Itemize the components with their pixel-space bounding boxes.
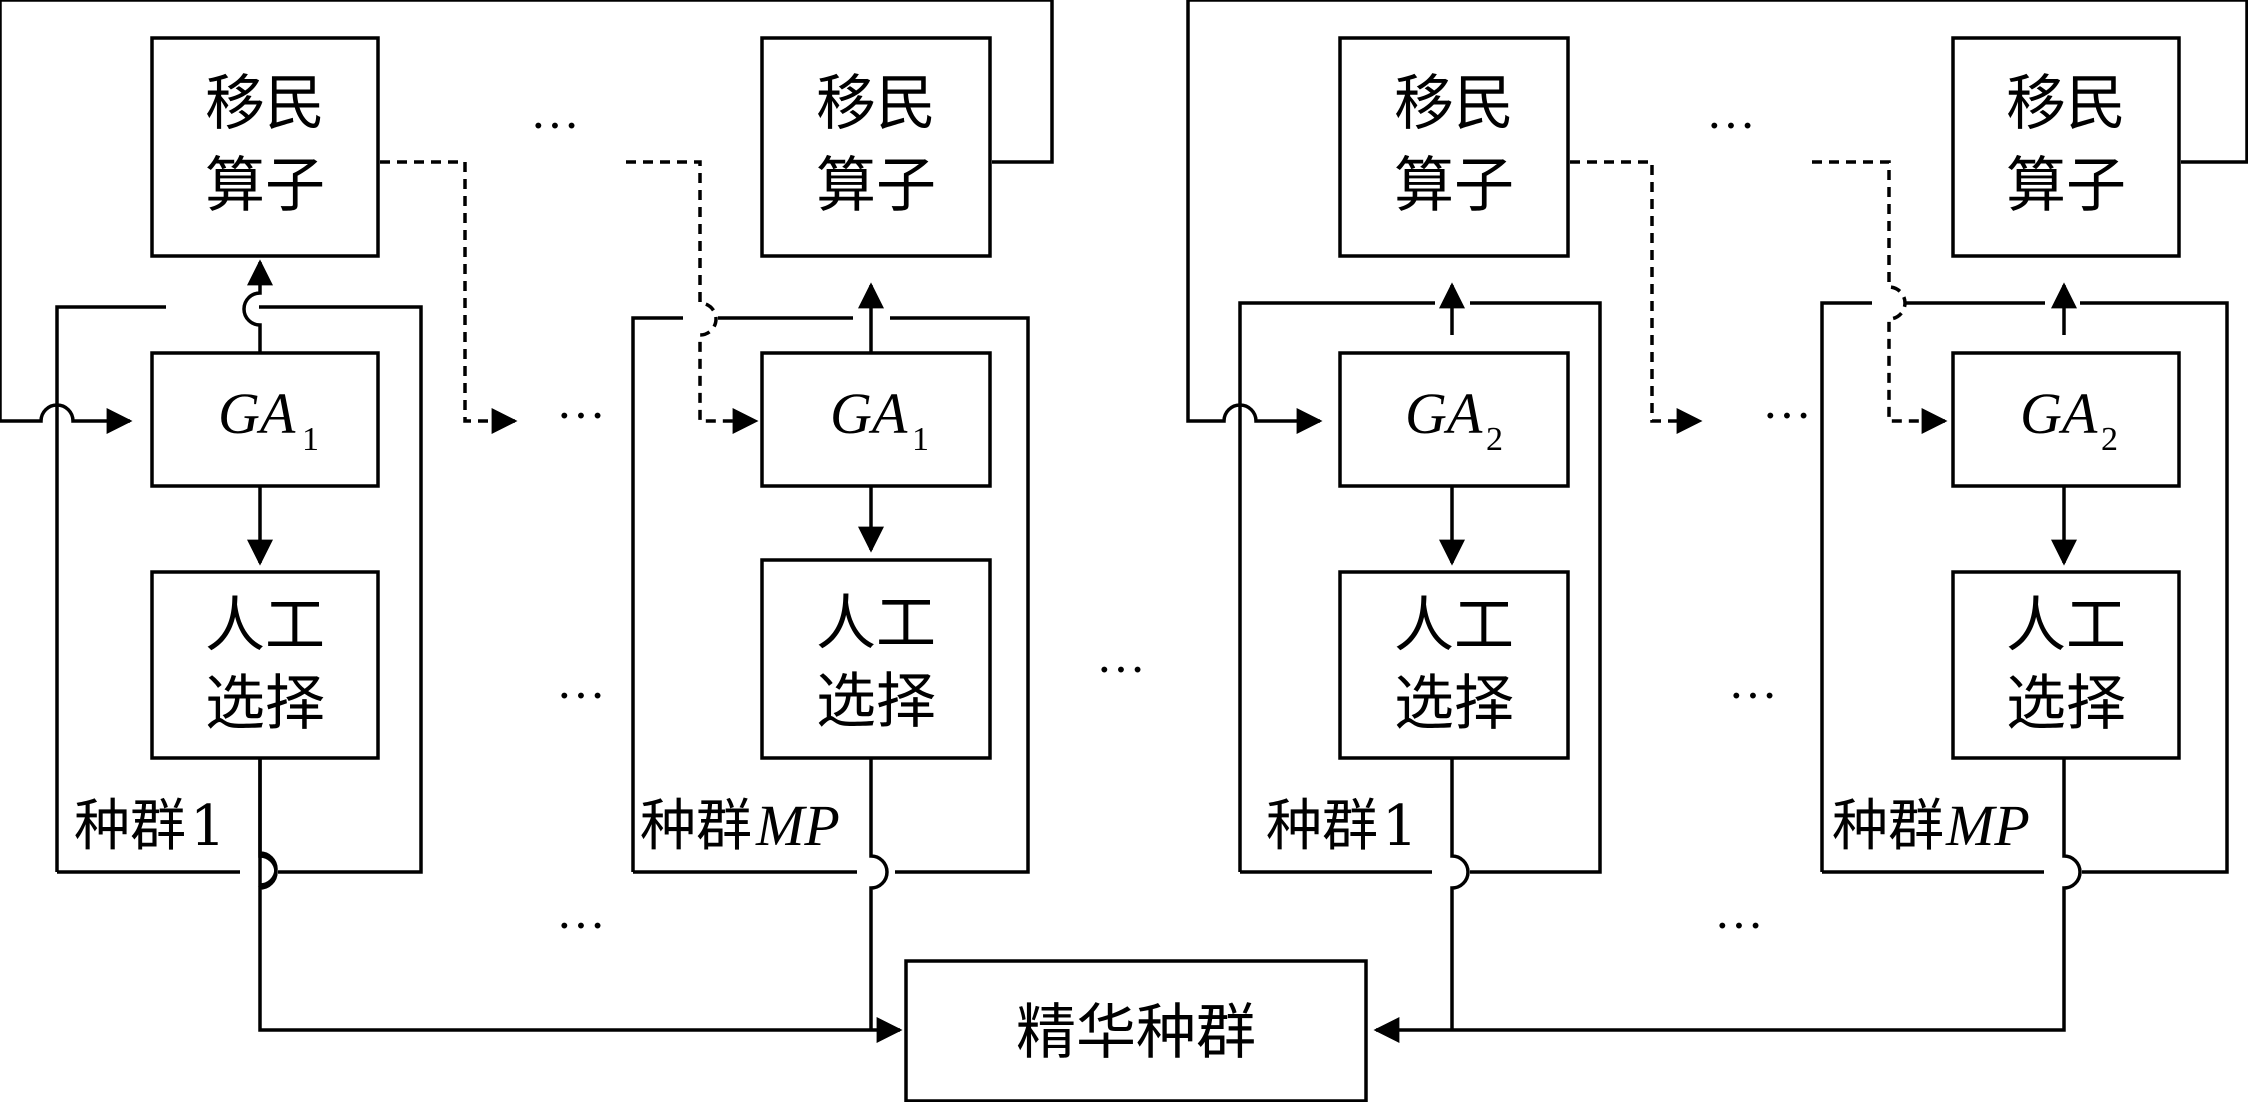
ga-label-a1: GA 1: [218, 381, 319, 458]
svg-text:1: 1: [1382, 794, 1418, 859]
population-container-b1: [1238, 301, 1602, 874]
selection-box-b1: [1338, 570, 1570, 760]
svg-text:···: ···: [556, 387, 606, 443]
ga-label-b1: GA 2: [1405, 381, 1503, 458]
svg-text:···: ···: [1706, 97, 1756, 153]
svg-text:GA: GA: [830, 381, 908, 446]
svg-text:···: ···: [556, 667, 606, 723]
svg-text:···: ···: [1714, 897, 1764, 953]
selection-label-line2: 选择: [1394, 669, 1514, 739]
population-label-b1: 种群 1: [1266, 794, 1418, 859]
elite-connectors: [258, 758, 2082, 1043]
migration-operator-box-a2: [760, 36, 992, 258]
svg-text:1: 1: [190, 794, 226, 859]
svg-text:2: 2: [2101, 421, 2118, 458]
svg-text:···: ···: [1728, 667, 1778, 723]
svg-text:MP: MP: [755, 793, 840, 858]
svg-text:···: ···: [556, 897, 606, 953]
ellipsis-marks: ··· ··· ··· ··· ··· ··· ··· ··· ···: [530, 97, 1812, 953]
svg-text:···: ···: [530, 97, 580, 153]
selection-box-a2: [760, 558, 992, 760]
svg-text:···: ···: [1762, 387, 1812, 443]
population-container-a2: [631, 316, 1030, 874]
selection-label-line1: 人工: [816, 589, 936, 659]
selection-label-line1: 人工: [205, 591, 325, 661]
vertical-connectors: [242, 259, 2077, 566]
ga-box-b2: [1951, 351, 2181, 488]
population-label-a1: 种群 1: [74, 794, 226, 859]
migration-label-line2: 算子: [2006, 151, 2126, 221]
svg-text:GA: GA: [218, 381, 296, 446]
svg-text:MP: MP: [1945, 793, 2030, 858]
population-label-a2: 种群 MP: [640, 793, 840, 859]
svg-text:种群: 种群: [1832, 794, 1944, 859]
selection-box-b2: [1951, 570, 2181, 760]
svg-text:种群: 种群: [1266, 794, 1378, 859]
svg-text:1: 1: [302, 421, 319, 458]
svg-text:2: 2: [1486, 421, 1503, 458]
migration-label-line1: 移民: [1394, 69, 1514, 139]
population-container-a1: [55, 305, 423, 874]
population-container-b2: [1820, 301, 2229, 874]
selection-label-line1: 人工: [1394, 591, 1514, 661]
migration-label-line2: 算子: [1394, 151, 1514, 221]
ga-box-a1: [150, 351, 380, 488]
selection-label-line2: 选择: [205, 669, 325, 739]
migration-label-line2: 算子: [816, 151, 936, 221]
dashed-migration-links: [380, 160, 1948, 434]
elite-population-label: 精华种群: [1016, 998, 1256, 1068]
migration-label-line2: 算子: [205, 151, 325, 221]
svg-text:种群: 种群: [74, 794, 186, 859]
selection-label-line2: 选择: [2006, 669, 2126, 739]
svg-text:GA: GA: [2020, 381, 2098, 446]
feedback-loop-b: [1186, 0, 2248, 434]
ga-label-b2: GA 2: [2020, 381, 2118, 458]
ga-box-b1: [1338, 351, 1570, 488]
svg-text:1: 1: [912, 421, 929, 458]
migration-label-line1: 移民: [816, 69, 936, 139]
ga-box-a2: [760, 351, 992, 488]
svg-text:···: ···: [1096, 641, 1146, 697]
selection-label-line2: 选择: [816, 667, 936, 737]
migration-operator-box-a1: [150, 36, 380, 258]
elite-population-box: [904, 959, 1368, 1102]
migration-label-line1: 移民: [2006, 69, 2126, 139]
migration-operator-box-b2: [1951, 36, 2181, 258]
svg-text:种群: 种群: [640, 794, 752, 859]
selection-label-line1: 人工: [2006, 591, 2126, 661]
population-label-b2: 种群 MP: [1832, 793, 2030, 859]
svg-text:GA: GA: [1405, 381, 1483, 446]
ga-label-a2: GA 1: [830, 381, 929, 458]
feedback-loop-a: [0, 0, 1054, 434]
migration-operator-box-b1: [1338, 36, 1570, 258]
selection-box-a1: [150, 570, 380, 760]
migration-label-line1: 移民: [205, 69, 325, 139]
